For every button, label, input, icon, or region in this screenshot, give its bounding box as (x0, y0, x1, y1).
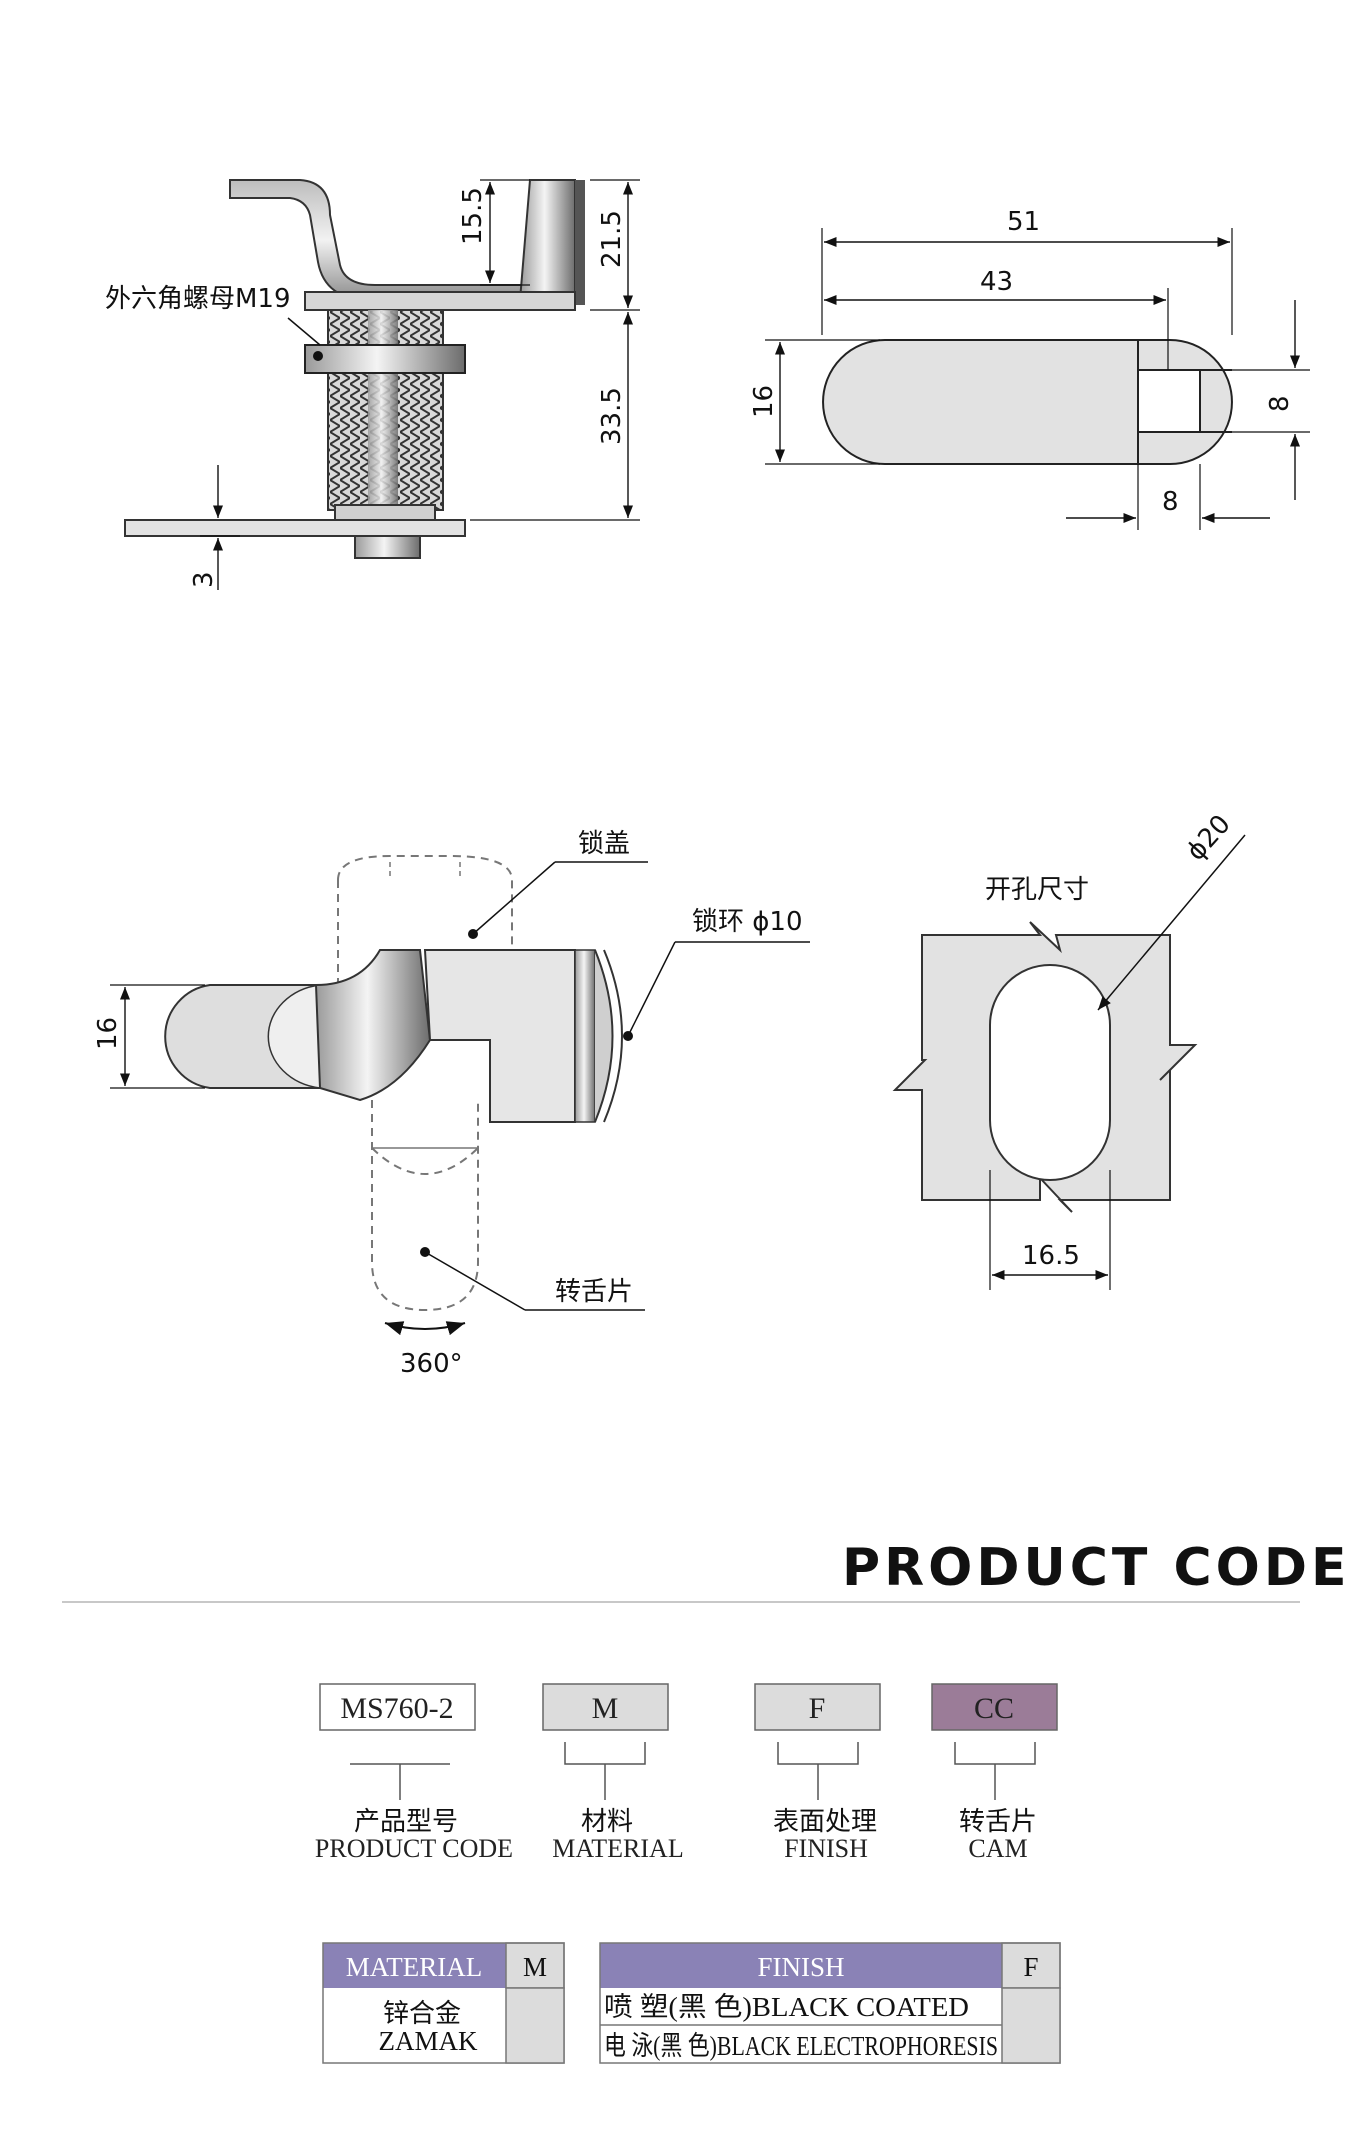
caption-cn-cam: 转舌片 (959, 1807, 1037, 1837)
cam-top-view: 51 43 16 8 8 (749, 207, 1310, 530)
dim-51: 51 (1007, 207, 1040, 237)
side-view: 外六角螺母M19 15.5 21.5 33.5 3 (105, 179, 640, 590)
product-code-heading: PRODUCT CODE (842, 1538, 1351, 1598)
code-box-cam (931, 1683, 1058, 1731)
finish-table-header (600, 1943, 1002, 1988)
caption-en-material: MATERIAL (552, 1834, 683, 1863)
caption-cn-finish: 表面处理 (773, 1807, 877, 1837)
dim-16-cam: 16 (749, 385, 779, 418)
code-brackets (350, 1742, 1036, 1800)
caption-en-cam: CAM (968, 1834, 1027, 1863)
material-table: MATERIAL M 锌合金 ZAMAK (322, 1942, 565, 2064)
code-box-material (542, 1683, 669, 1731)
code-value-product: MS760-2 (340, 1692, 453, 1725)
cap-label: 锁盖 (578, 829, 630, 859)
rotation-label: 360° (400, 1349, 463, 1379)
caption-en-product: PRODUCT CODE (315, 1834, 513, 1863)
dim-16-assembly: 16 (93, 1017, 123, 1050)
material-cn: 锌合金 (383, 1999, 461, 2029)
material-en: ZAMAK (379, 2026, 478, 2056)
cutout-title: 开孔尺寸 (985, 875, 1089, 905)
dim-8-horizontal: 8 (1162, 487, 1179, 517)
dim-43: 43 (980, 267, 1013, 297)
dim-8-vertical: 8 (1265, 395, 1295, 412)
finish-header-label: FINISH (757, 1952, 844, 1982)
cutout-view: 开孔尺寸 ϕ20 16.5 (892, 809, 1246, 1290)
dim-21-5: 21.5 (597, 210, 627, 268)
code-box-product (319, 1683, 476, 1731)
finish-row-electrophoresis: 电 泳(黑 色)BLACK ELECTROPHORESIS (604, 2031, 998, 2061)
dim-33-5: 33.5 (597, 387, 627, 445)
caption-cn-product: 产品型号 (354, 1807, 458, 1837)
code-value-cam: CC (974, 1692, 1014, 1725)
caption-en-finish: FINISH (784, 1834, 868, 1863)
finish-row-black-coated: 喷 塑(黑 色)BLACK COATED (604, 1992, 969, 2022)
ring-label: 锁环 ϕ10 (692, 907, 803, 937)
material-table-header (323, 1943, 506, 1988)
material-code: M (523, 1952, 547, 1982)
nut-label: 外六角螺母M19 (105, 284, 291, 314)
code-value-material: M (592, 1692, 619, 1725)
material-header-label: MATERIAL (346, 1952, 483, 1982)
code-box-finish (754, 1683, 881, 1731)
dim-15-5: 15.5 (458, 187, 488, 245)
finish-table: FINISH F 喷 塑(黑 色)BLACK COATED 电 泳(黑 色)BL… (599, 1942, 1061, 2064)
product-code-section: PRODUCT CODE MS760-2 M F CC 产品型号 PRODUCT… (62, 1538, 1351, 1863)
cutout-diameter: ϕ20 (1181, 809, 1237, 866)
cam-label: 转舌片 (555, 1277, 633, 1307)
finish-code: F (1023, 1952, 1038, 1982)
dim-3: 3 (189, 571, 219, 588)
caption-cn-material: 材料 (581, 1807, 633, 1837)
code-value-finish: F (809, 1692, 826, 1725)
assembly-view: 360° 锁盖 锁环 ϕ10 转舌片 16 (93, 829, 810, 1379)
cutout-width: 16.5 (1022, 1241, 1080, 1271)
